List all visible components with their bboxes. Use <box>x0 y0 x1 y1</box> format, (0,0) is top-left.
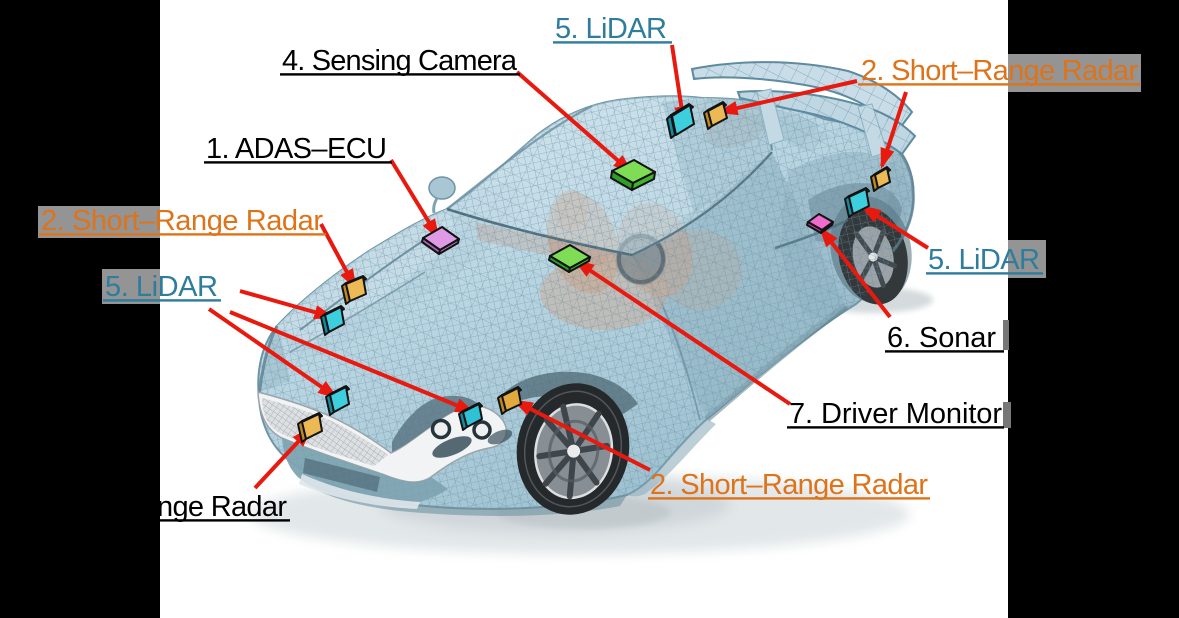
svg-text:1. ADAS–ECU: 1. ADAS–ECU <box>206 133 387 165</box>
svg-text:5. LiDAR: 5. LiDAR <box>105 271 218 303</box>
svg-text:7. Driver Monitor: 7. Driver Monitor <box>789 398 1002 430</box>
svg-text:5. LiDAR: 5. LiDAR <box>555 13 667 45</box>
svg-text:2. Short–Range Radar: 2. Short–Range Radar <box>41 205 323 237</box>
svg-text:5. LiDAR: 5. LiDAR <box>928 244 1040 276</box>
svg-text:6. Sonar: 6. Sonar <box>887 322 996 354</box>
svg-text:nge Radar: nge Radar <box>157 491 287 523</box>
svg-text:2. Short–Range Radar: 2. Short–Range Radar <box>861 55 1138 87</box>
svg-text:2. Short–Range Radar: 2. Short–Range Radar <box>650 469 928 501</box>
svg-text:4. Sensing Camera: 4. Sensing Camera <box>282 45 518 77</box>
